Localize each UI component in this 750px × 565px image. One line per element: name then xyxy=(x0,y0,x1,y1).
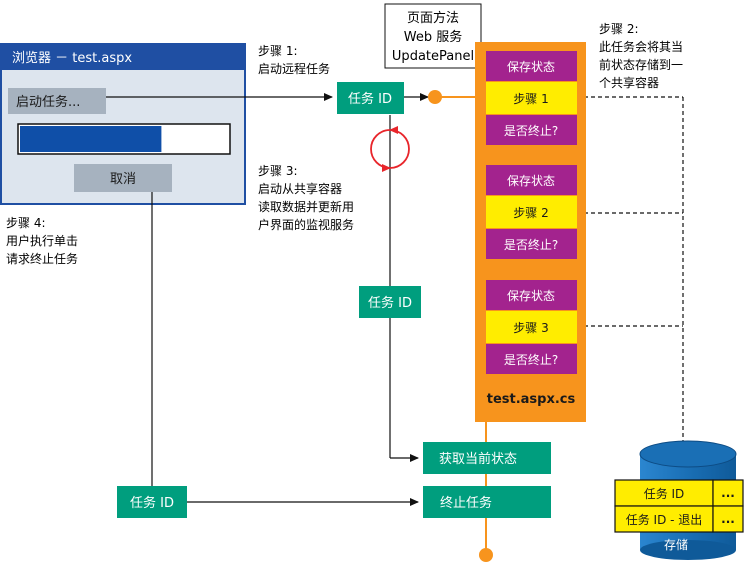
save-state-2: 保存状态 xyxy=(507,174,555,188)
page-method-line-1: 页面方法 xyxy=(407,10,459,26)
server-code-panel: 保存状态 步骤 1 是否终止? 保存状态 步骤 2 是否终止? 保存状态 步骤 … xyxy=(475,42,586,422)
server-step-group-1: 保存状态 步骤 1 是否终止? xyxy=(486,51,577,145)
storage-database: 任务 ID ... 任务 ID - 退出 ... 存储 xyxy=(614,440,744,560)
storage-row-2-value: ... xyxy=(721,512,735,526)
step-2-line-2: 前状态存储到一 xyxy=(599,57,683,72)
save-state-1: 保存状态 xyxy=(507,60,555,74)
browser-title: 浏览器 － test.aspx xyxy=(12,50,132,66)
should-stop-1: 是否终止? xyxy=(504,123,558,138)
cancel-button[interactable]: 取消 xyxy=(74,164,172,192)
step-4-note: 步骤 4: 用户执行单击 请求终止任务 xyxy=(6,216,78,266)
storage-label: 存储 xyxy=(664,537,688,552)
stop-task-box: 终止任务 xyxy=(423,486,551,518)
should-stop-3: 是否终止? xyxy=(504,352,558,367)
step-2-line-3: 个共享容器 xyxy=(599,75,659,90)
server-step-group-2: 保存状态 步骤 2 是否终止? xyxy=(486,165,577,259)
progress-bar xyxy=(17,123,231,155)
storage-row-1: 任务 ID ... xyxy=(614,479,744,507)
task-id-box-top: 任务 ID xyxy=(337,82,404,114)
step-label-3: 步骤 3 xyxy=(513,321,548,335)
page-method-line-2: Web 服务 xyxy=(404,29,462,45)
start-task-button-label: 启动任务... xyxy=(16,94,80,110)
page-method-line-3: UpdatePanel xyxy=(392,49,474,64)
page-method-box: 页面方法 Web 服务 UpdatePanel xyxy=(384,3,482,69)
step-3-note: 步骤 3: 启动从共享容器 读取数据并更新用 户界面的监视服务 xyxy=(258,164,354,232)
server-step-group-3: 保存状态 步骤 3 是否终止? xyxy=(486,280,577,374)
progress-fill xyxy=(20,126,162,152)
storage-row-1-value: ... xyxy=(721,486,735,500)
step-3-line-3: 户界面的监视服务 xyxy=(258,217,354,232)
cancel-button-label: 取消 xyxy=(110,172,136,187)
step-4-line-1: 用户执行单击 xyxy=(6,233,78,248)
start-task-button[interactable]: 启动任务... xyxy=(8,88,106,114)
step-3-line-2: 读取数据并更新用 xyxy=(258,199,354,214)
storage-row-2: 任务 ID - 退出 ... xyxy=(614,505,744,533)
step-2-line-1: 此任务会将其当 xyxy=(599,39,683,54)
task-id-box-middle: 任务 ID xyxy=(359,286,421,318)
save-state-3: 保存状态 xyxy=(507,289,555,303)
server-tail-dot xyxy=(479,548,493,562)
task-id-top-label: 任务 ID xyxy=(348,91,392,107)
step-1-text: 启动远程任务 xyxy=(258,61,330,76)
browser-window: 浏览器 － test.aspx 启动任务... 取消 xyxy=(0,43,246,205)
step-1-heading: 步骤 1: xyxy=(258,44,298,58)
should-stop-2: 是否终止? xyxy=(504,237,558,252)
task-id-middle-label: 任务 ID xyxy=(368,295,412,311)
server-file-label: test.aspx.cs xyxy=(487,392,576,407)
step-4-heading: 步骤 4: xyxy=(6,216,46,230)
step-label-1: 步骤 1 xyxy=(513,92,548,106)
get-status-label: 获取当前状态 xyxy=(439,451,517,467)
storage-row-2-label: 任务 ID - 退出 xyxy=(626,512,703,527)
monitor-loop-icon xyxy=(370,126,410,172)
step-3-line-1: 启动从共享容器 xyxy=(258,181,342,196)
server-entry-dot xyxy=(428,90,442,104)
task-id-bottom-label: 任务 ID xyxy=(130,495,174,511)
browser-title-bar xyxy=(1,44,245,70)
step-1-note: 步骤 1: 启动远程任务 xyxy=(258,44,330,76)
step-4-line-2: 请求终止任务 xyxy=(6,251,78,266)
stop-task-label: 终止任务 xyxy=(440,495,492,511)
step-2-heading: 步骤 2: xyxy=(599,22,639,36)
get-status-box: 获取当前状态 xyxy=(423,442,551,474)
task-id-box-bottom: 任务 ID xyxy=(117,486,187,518)
step-3-heading: 步骤 3: xyxy=(258,164,298,178)
step-2-note: 步骤 2: 此任务会将其当 前状态存储到一 个共享容器 xyxy=(599,22,683,90)
storage-top xyxy=(639,440,737,468)
step-label-2: 步骤 2 xyxy=(513,206,548,220)
storage-row-1-label: 任务 ID xyxy=(644,486,685,501)
